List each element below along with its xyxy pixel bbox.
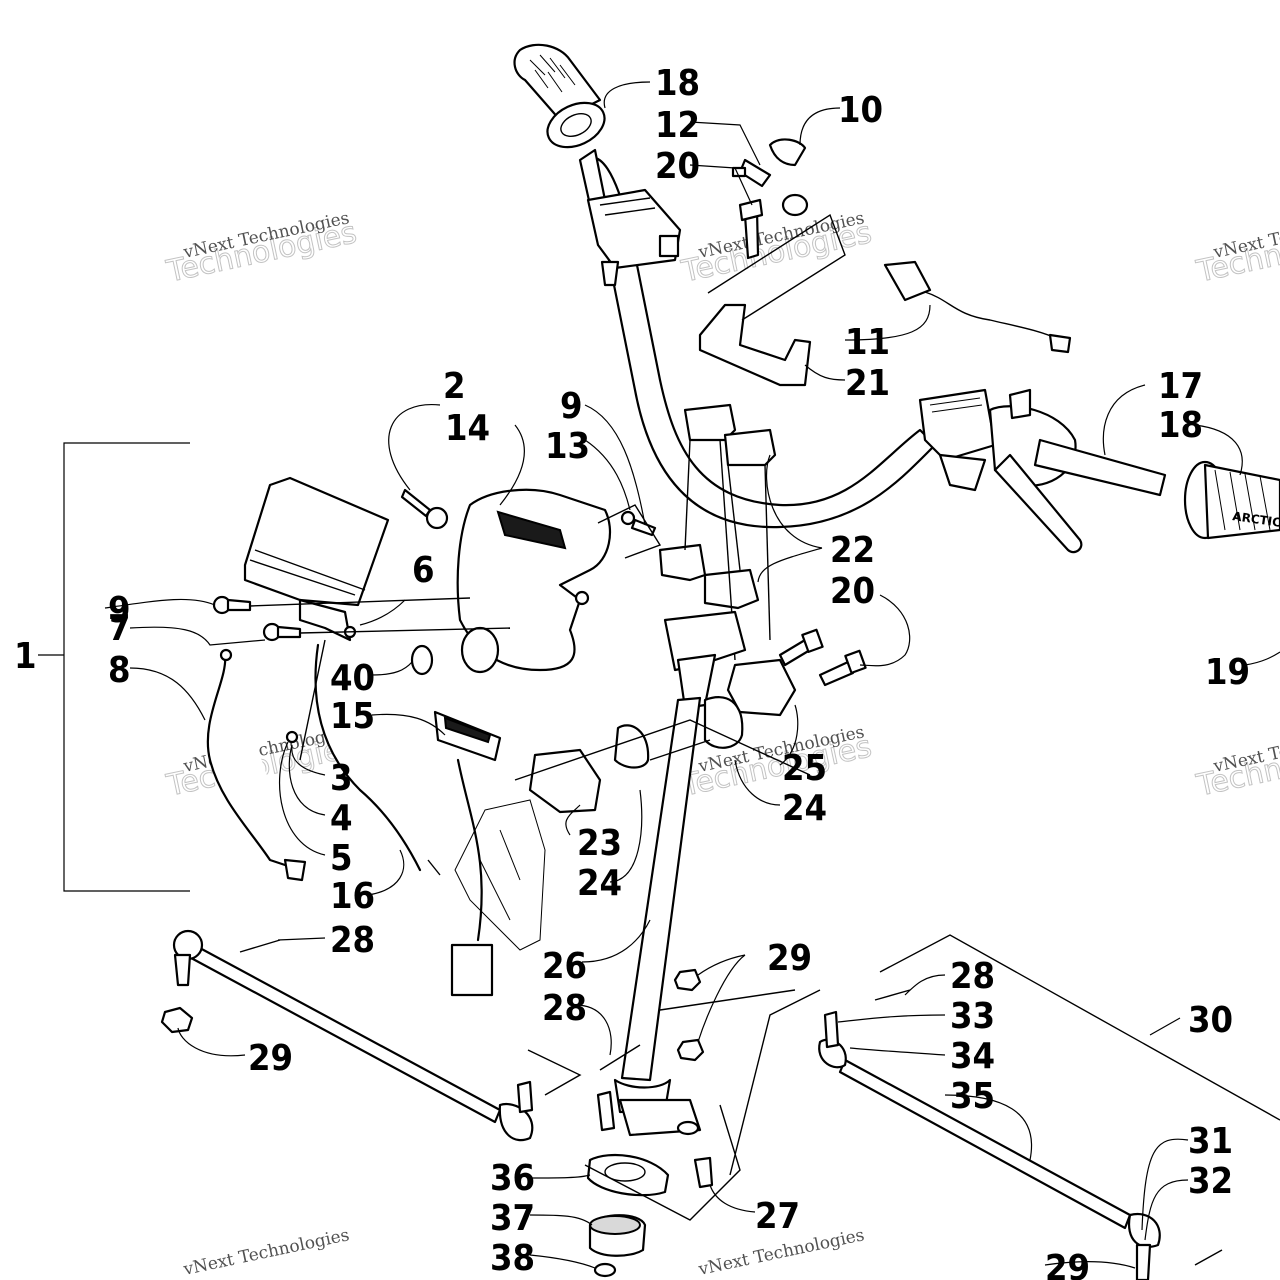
callout-18-right: 18 [1158, 405, 1203, 446]
callout-11: 11 [845, 322, 890, 363]
callout-16: 16 [330, 876, 375, 917]
castle-nuts [599, 968, 821, 1176]
callout-31: 31 [1188, 1121, 1233, 1162]
speedometer [243, 476, 390, 642]
right-grip: ARCTIC [1183, 460, 1280, 540]
leader-lines [104, 81, 1280, 1269]
callout-30: 30 [1188, 1000, 1233, 1041]
callout-22: 22 [830, 530, 875, 571]
callout-17: 17 [1158, 366, 1203, 407]
callout-14: 14 [445, 408, 490, 449]
callout-25: 25 [782, 748, 827, 789]
mount-bracket [698, 198, 846, 387]
pivot-clamps [514, 658, 811, 814]
wire-harnesses [206, 639, 441, 882]
column-lower-mount [527, 1049, 741, 1278]
callout-21: 21 [845, 363, 890, 404]
callout-24-right: 24 [782, 788, 827, 829]
callout-29-center: 29 [767, 938, 812, 979]
callout-29-bottom: 29 [1045, 1248, 1090, 1280]
throttle-housing [578, 148, 682, 287]
callout-6: 6 [412, 550, 435, 591]
steering-column [613, 610, 747, 1137]
callouts: 1 2 3 4 5 6 7 8 9 9 10 11 12 13 14 15 16… [14, 63, 1250, 1280]
callout-12: 12 [655, 105, 700, 146]
callout-20-top: 20 [655, 146, 700, 187]
callout-3: 3 [330, 758, 353, 799]
clamp-bolts [778, 628, 867, 687]
indicator-light [433, 710, 502, 997]
callout-27: 27 [755, 1196, 800, 1237]
callout-20-right: 20 [830, 571, 875, 612]
callout-13: 13 [545, 426, 590, 467]
callout-28-left: 28 [330, 920, 375, 961]
callout-40: 40 [330, 658, 375, 699]
callout-1: 1 [14, 636, 37, 677]
callout-19: 19 [1205, 652, 1250, 693]
grip-brand-text: ARCTIC [1232, 509, 1280, 530]
callout-5: 5 [330, 838, 353, 879]
callout-4: 4 [330, 798, 353, 839]
callout-33: 33 [950, 996, 995, 1037]
callout-28-right: 28 [950, 956, 995, 997]
callout-7: 7 [108, 608, 131, 649]
left-tie-rod [160, 929, 534, 1142]
small-fasteners [400, 488, 662, 676]
callout-8: 8 [108, 650, 131, 691]
callout-23: 23 [577, 823, 622, 864]
callout-34: 34 [950, 1036, 995, 1077]
right-tie-rod [818, 934, 1280, 1280]
headlight-pod [456, 488, 612, 674]
callout-35: 35 [950, 1076, 995, 1117]
left-grip [513, 43, 606, 149]
callout-28-center: 28 [542, 988, 587, 1029]
callout-37: 37 [490, 1198, 535, 1239]
callout-32: 32 [1188, 1161, 1233, 1202]
right-brake-control [918, 388, 1167, 554]
callout-38: 38 [490, 1238, 535, 1279]
callout-15: 15 [330, 696, 375, 737]
callout-9-center: 9 [560, 386, 583, 427]
callout-10: 10 [838, 90, 883, 131]
callout-24-left: 24 [577, 863, 622, 904]
group-bracket-1 [38, 442, 190, 892]
callout-18-left: 18 [655, 63, 700, 104]
callout-26: 26 [542, 946, 587, 987]
pod-bracket [454, 799, 546, 951]
callout-9-left: 9 [108, 590, 131, 631]
callout-2: 2 [443, 366, 466, 407]
handlebar-clamps [658, 403, 777, 661]
callout-29-left: 29 [248, 1038, 293, 1079]
callout-36: 36 [490, 1158, 535, 1199]
watermark-text: vNext Technologies [181, 1225, 351, 1280]
mount-screws [212, 595, 511, 642]
